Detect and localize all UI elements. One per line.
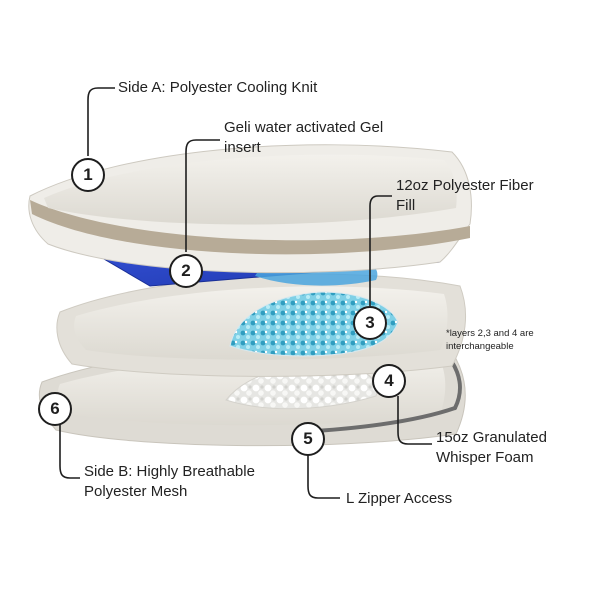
label-fiber-fill-line1: 12oz Polyester Fiber [396,177,534,194]
label-gel-insert-line1: Geli water activated Gel [224,119,384,136]
callout-badge-6: 6 [38,392,72,426]
middle-pillow-shape [56,273,467,377]
callout-badge-2: 2 [169,254,203,288]
label-side-b-line1: Side B: Highly Breathable [84,463,255,480]
callout-badge-1: 1 [71,158,105,192]
label-gel-insert-line2: insert [224,139,261,156]
label-side-b-line2: Polyester Mesh [84,483,188,500]
label-side-a: Side A: Polyester Cooling Knit [118,79,318,96]
leader-lines [59,87,432,499]
top-pillow-shape [28,144,472,274]
note-interchangeable-line1: *layers 2,3 and 4 are [446,328,534,339]
note-interchangeable-line2: interchangeable [446,341,514,352]
callout-badge-4: 4 [372,364,406,398]
label-zipper: L Zipper Access [346,490,453,507]
callout-badge-5: 5 [291,422,325,456]
label-foam-line2: Whisper Foam [436,449,534,466]
label-fiber-fill-line2: Fill [396,197,416,214]
label-foam-line1: 15oz Granulated [436,429,547,446]
callout-badge-3: 3 [353,306,387,340]
